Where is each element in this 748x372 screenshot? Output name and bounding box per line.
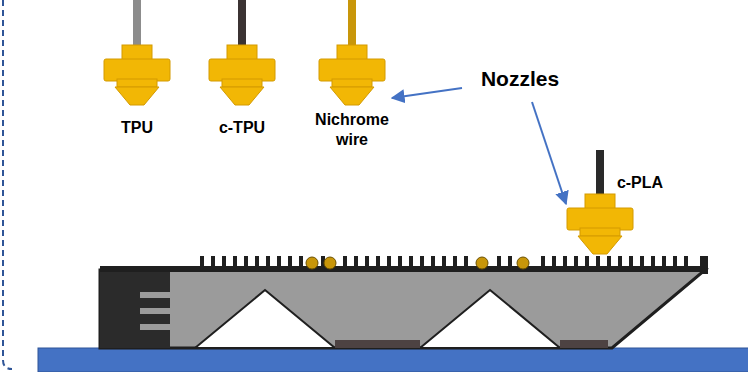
conductive-strip — [335, 340, 420, 348]
nichrome-wires — [306, 257, 529, 269]
tpu-filament — [133, 0, 141, 47]
build-plate — [38, 348, 748, 372]
nichrome-feed — [348, 0, 356, 47]
leader-arrow — [532, 102, 566, 204]
part-label: c-TPU — [207, 118, 277, 138]
nozzle — [209, 45, 275, 105]
dark-block — [100, 270, 170, 348]
part-label: c-PLA — [605, 173, 675, 193]
leader-arrow — [392, 88, 462, 98]
dashed-frame — [3, 0, 12, 369]
top-layer — [100, 266, 705, 272]
nozzle — [567, 194, 633, 254]
part-label: TPU — [107, 118, 167, 138]
slot — [140, 324, 170, 330]
slot — [140, 308, 170, 314]
end-wall — [700, 256, 708, 274]
cpla-filament — [596, 150, 604, 196]
conductive-strip — [560, 340, 608, 348]
triangle-cutout — [420, 290, 560, 348]
printed-part — [100, 270, 705, 348]
triangle-cutout — [195, 290, 335, 348]
nozzle — [104, 45, 170, 105]
comb-teeth — [200, 256, 688, 268]
callout-label: Nozzles — [465, 66, 575, 92]
nozzle — [319, 45, 385, 105]
slot — [140, 292, 170, 298]
part-label: Nichrome wire — [310, 110, 394, 150]
ctpu-filament — [238, 0, 246, 47]
